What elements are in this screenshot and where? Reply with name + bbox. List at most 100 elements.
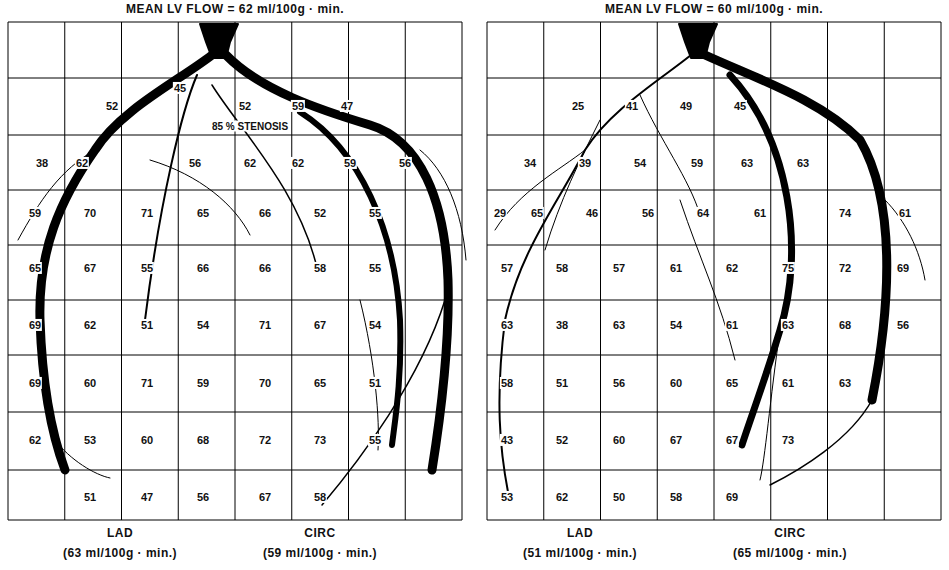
flow-value: 61 bbox=[669, 262, 683, 274]
flow-value: 47 bbox=[140, 491, 154, 503]
flow-value: 58 bbox=[313, 491, 327, 503]
flow-value: 56 bbox=[896, 319, 910, 331]
flow-value: 70 bbox=[258, 377, 272, 389]
grid-line bbox=[487, 245, 941, 246]
region-flow: (63 ml/100g · min.) bbox=[62, 547, 178, 560]
flow-value: 62 bbox=[243, 157, 257, 169]
flow-value: 56 bbox=[188, 157, 202, 169]
flow-value: 68 bbox=[196, 434, 210, 446]
lad-artery bbox=[499, 55, 691, 492]
flow-value: 75 bbox=[781, 262, 795, 274]
flow-value: 72 bbox=[838, 262, 852, 274]
grid-line bbox=[487, 300, 941, 301]
branch bbox=[212, 85, 318, 272]
flow-value: 57 bbox=[612, 262, 626, 274]
flow-value: 56 bbox=[398, 157, 412, 169]
flow-value: 41 bbox=[625, 100, 639, 112]
grid-line bbox=[487, 412, 941, 413]
grid-line bbox=[178, 22, 179, 520]
flow-value: 63 bbox=[740, 157, 754, 169]
branch bbox=[18, 150, 95, 240]
grid-line bbox=[487, 22, 941, 23]
flow-value: 59 bbox=[28, 207, 42, 219]
flow-value: 25 bbox=[571, 100, 585, 112]
flow-value: 59 bbox=[343, 157, 357, 169]
flow-value: 52 bbox=[555, 434, 569, 446]
flow-value: 53 bbox=[500, 491, 514, 503]
flow-value: 70 bbox=[83, 207, 97, 219]
flow-value: 65 bbox=[313, 377, 327, 389]
flow-value: 62 bbox=[291, 157, 305, 169]
branch bbox=[420, 150, 466, 260]
flow-value: 59 bbox=[196, 377, 210, 389]
flow-value: 60 bbox=[612, 434, 626, 446]
flow-value: 72 bbox=[258, 434, 272, 446]
flow-value: 59 bbox=[690, 157, 704, 169]
grid-line bbox=[487, 190, 941, 191]
flow-value: 51 bbox=[83, 491, 97, 503]
grid-line bbox=[714, 22, 715, 520]
artery-tree bbox=[18, 24, 925, 505]
branch bbox=[150, 160, 250, 235]
artery-name: CIRC bbox=[303, 527, 336, 540]
flow-value: 61 bbox=[781, 377, 795, 389]
flow-value: 55 bbox=[368, 434, 382, 446]
grid-line bbox=[462, 22, 463, 520]
flow-value: 55 bbox=[368, 262, 382, 274]
marginal-artery bbox=[300, 112, 400, 445]
grid bbox=[8, 22, 941, 520]
grid-line bbox=[543, 22, 544, 520]
flow-value: 38 bbox=[555, 319, 569, 331]
grid-line bbox=[487, 520, 941, 521]
region-flow: (65 ml/100g · min.) bbox=[732, 547, 848, 560]
flow-value: 50 bbox=[612, 491, 626, 503]
flow-value: 65 bbox=[530, 207, 544, 219]
flow-value: 49 bbox=[679, 100, 693, 112]
grid-line bbox=[8, 190, 462, 191]
flow-value: 51 bbox=[368, 377, 382, 389]
flow-value: 66 bbox=[258, 207, 272, 219]
flow-value: 57 bbox=[500, 262, 514, 274]
grid-line bbox=[487, 470, 941, 471]
branch bbox=[885, 200, 925, 280]
flow-value: 62 bbox=[75, 157, 89, 169]
grid-line bbox=[770, 22, 771, 520]
flow-value: 52 bbox=[313, 207, 327, 219]
flow-value: 62 bbox=[555, 491, 569, 503]
flow-value: 54 bbox=[368, 319, 382, 331]
flow-value: 62 bbox=[725, 262, 739, 274]
branch bbox=[680, 200, 735, 360]
flow-value: 61 bbox=[898, 207, 912, 219]
grid-line bbox=[8, 520, 462, 521]
flow-value: 29 bbox=[493, 207, 507, 219]
flow-value: 71 bbox=[258, 319, 272, 331]
flow-value: 55 bbox=[140, 262, 154, 274]
flow-value: 63 bbox=[796, 157, 810, 169]
flow-value: 69 bbox=[28, 319, 42, 331]
flow-value: 63 bbox=[838, 377, 852, 389]
flow-value: 60 bbox=[83, 377, 97, 389]
grid-line bbox=[941, 22, 942, 520]
flow-value: 63 bbox=[500, 319, 514, 331]
flow-value: 47 bbox=[340, 100, 354, 112]
flow-value: 53 bbox=[83, 434, 97, 446]
flow-value: 66 bbox=[258, 262, 272, 274]
grid-line bbox=[487, 22, 488, 520]
flow-value: 69 bbox=[725, 491, 739, 503]
aorta-stump bbox=[200, 24, 238, 58]
grid-line bbox=[348, 22, 349, 520]
region-flow: (59 ml/100g · min.) bbox=[262, 547, 378, 560]
diagonal-branch bbox=[145, 75, 197, 320]
grid-line bbox=[8, 470, 462, 471]
flow-value: 62 bbox=[83, 319, 97, 331]
grid-line bbox=[121, 22, 122, 520]
flow-value: 73 bbox=[781, 434, 795, 446]
aorta-stump bbox=[679, 24, 717, 58]
flow-value: 34 bbox=[523, 157, 537, 169]
flow-value: 62 bbox=[28, 434, 42, 446]
flow-value: 55 bbox=[368, 207, 382, 219]
flow-value: 54 bbox=[669, 319, 683, 331]
grid-line bbox=[8, 245, 462, 246]
